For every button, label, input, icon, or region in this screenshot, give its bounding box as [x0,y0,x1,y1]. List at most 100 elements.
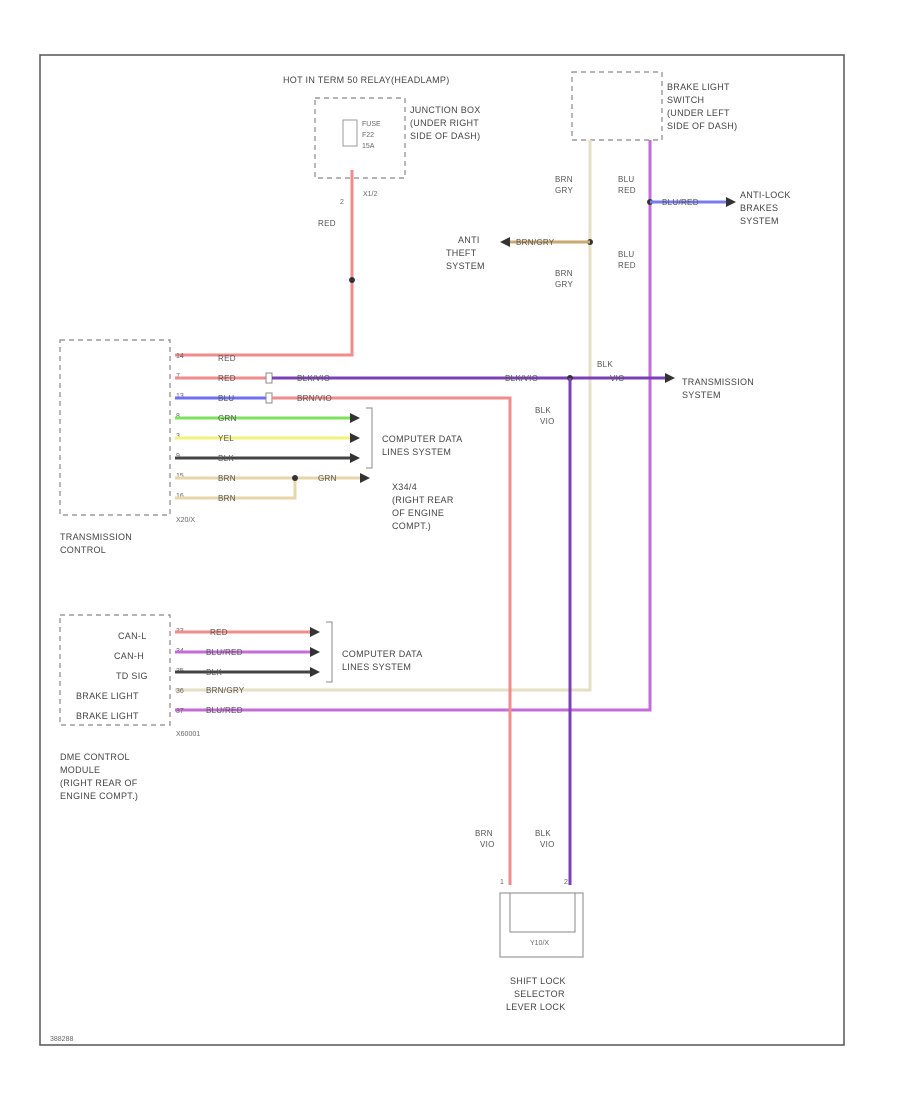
arrow-icon [360,473,370,483]
blu-red-label-1: BLU [618,175,634,184]
brn-vio-wire-label: BRN/VIO [297,394,332,403]
shift-pin-1: 1 [500,879,504,886]
cdl-label-1b: LINES SYSTEM [382,447,451,457]
tcm-connector: X20/X [176,517,195,524]
dme-connector: X60001 [176,731,200,738]
bracket [326,621,333,683]
transmission-system-label-2: SYSTEM [682,390,721,400]
shift-connector: Y10/X [530,940,549,947]
x34-label-3: OF ENGINE [392,508,444,518]
solenoid-icon [509,893,576,933]
dme-title-3: (RIGHT REAR OF [60,778,138,788]
blk-vio-bottom-label: BLK [535,829,551,838]
brn-vio-bottom-label-b: VIO [480,840,495,849]
connector-icon [265,392,273,404]
dme-wire-labels: RED BLU/RED BLK BRN/GRY BLU/RED [206,628,245,715]
shift-lock-box [499,892,584,958]
x34-label-4: COMPT.) [392,521,431,531]
tcm-wire-label: BLU [218,394,234,403]
red-wire-top-label: RED [318,219,336,228]
blk-vio-bottom-label-b: VIO [540,840,555,849]
fuse-amperage: 15A [362,143,375,150]
dme-wire-label: BLU/RED [206,706,243,715]
arrow-icon [350,453,360,463]
dme-title: DME CONTROL [60,752,130,762]
connector-icon [265,372,273,384]
anti-theft-label: ANTI [458,235,480,245]
arrow-icon [310,627,320,637]
tcm-wire-labels: RED RED BLU GRN YEL BLK BRN BRN [218,354,237,503]
fuse-label: FUSE [362,121,381,128]
dme-wire-label: BLU/RED [206,648,243,657]
arrow-icon [350,433,360,443]
shift-lock-label-2: SELECTOR [514,989,565,999]
dme-wire-label: BLK [206,668,222,677]
transmission-system-label: TRANSMISSION [682,377,754,387]
diagram-frame [39,54,845,1046]
anti-lock-label-2: BRAKES [740,203,778,213]
blk-vio-down-label-b: VIO [540,417,555,426]
dme-pin-name: BRAKE LIGHT [76,691,139,701]
junction-box-label: JUNCTION BOX [410,105,481,115]
arrow-icon [310,647,320,657]
brn-vio-bottom-label: BRN [475,829,493,838]
x34-label-2: (RIGHT REAR [392,495,454,505]
dme-wire-label: BRN/GRY [206,686,245,695]
fuse-connector-pin: 2 [340,199,344,206]
blu-red-wire-label: BLU/RED [662,198,699,207]
blk-vio-label: BLK [597,360,613,369]
dme-title-4: ENGINE COMPT.) [60,791,138,801]
grn-wire-label: GRN [318,474,337,483]
dme-pin-names: CAN-L CAN-H TD SIG BRAKE LIGHT BRAKE LIG… [76,631,148,721]
brn-vio-wire [272,396,512,885]
brn-gry-wire [175,140,592,692]
anti-lock-label: ANTI-LOCK [740,190,791,200]
tcm-wire-label: BLK [218,454,234,463]
dme-pin: 37 [176,708,184,715]
brn-gry-label-1: BRN [555,175,573,184]
anti-theft-label-2: THEFT [446,248,477,258]
fuse-connector-label: X1/2 [363,191,378,198]
tcm-title: TRANSMISSION [60,532,132,542]
brake-switch-label: BRAKE LIGHT [667,82,730,92]
tcm-wire-label: GRN [218,414,237,423]
blu-red-label-2: BLU [618,250,634,259]
blk-vio-down-label: BLK [535,406,551,415]
brn-gry-wire-label: BRN/GRY [516,238,555,247]
junction-box-label-3: SIDE OF DASH) [410,131,480,141]
anti-theft-label-3: SYSTEM [446,261,485,271]
blk-vio-label-b: VIO [610,374,625,383]
brake-switch-label-2: SWITCH [667,95,704,105]
blu-red-label-1b: RED [618,186,636,195]
fuse-number: F22 [362,132,374,139]
red-wire-fuse [175,170,354,357]
hot-in-label: HOT IN TERM 50 RELAY(HEADLAMP) [283,75,450,85]
tcm-pin: 14 [176,353,184,360]
tcm-wire-label: RED [218,374,236,383]
arrow-icon [500,237,510,247]
blu-red-wire [175,140,652,712]
brn-gry-label-2b: GRY [555,280,573,289]
x34-label: X34/4 [392,482,417,492]
fuse-icon [342,119,358,147]
cdl-label-2b: LINES SYSTEM [342,662,411,672]
brn-gry-label-1b: GRY [555,186,573,195]
arrow-icon [310,667,320,677]
splice-dot [292,475,298,481]
anti-lock-label-3: SYSTEM [740,216,779,226]
cdl-label-1: COMPUTER DATA [382,434,463,444]
brake-switch-label-3: (UNDER LEFT [667,108,730,118]
dme-pin: 36 [176,688,184,695]
brn-gry-label-2: BRN [555,269,573,278]
blk-vio-wire-label: BLK/VIO [297,374,330,383]
dme-control-box [59,614,171,726]
blu-red-label-2b: RED [618,261,636,270]
transmission-control-box [59,339,171,516]
tcm-wire-label: RED [218,354,236,363]
dme-pin-name: CAN-L [118,631,147,641]
dme-pin-name: BRAKE LIGHT [76,711,139,721]
dme-pin-name: CAN-H [114,651,144,661]
arrow-icon [726,197,736,207]
footer-code: 388288 [50,1036,73,1043]
